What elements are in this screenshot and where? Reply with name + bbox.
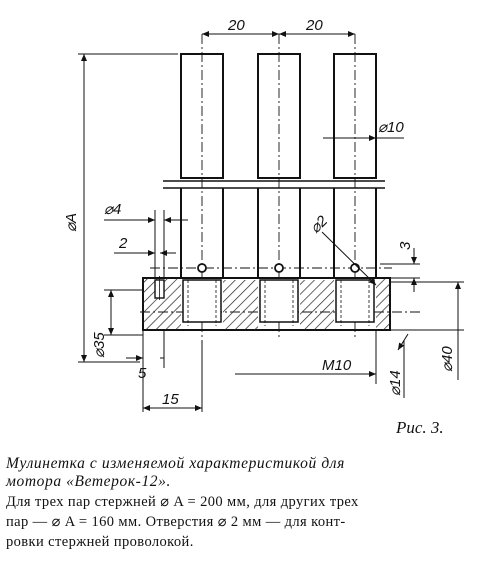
dim-offset-2: 2 (118, 235, 128, 252)
hub-hatch-1 (223, 280, 258, 330)
rods (180, 53, 377, 278)
caption-title-line-2: мотора «Ветерок-12». (6, 473, 171, 490)
dim-hub-35: ⌀35 (91, 332, 108, 358)
hub-hatch-right (376, 278, 390, 330)
wire-holes (197, 263, 360, 273)
hub-hatch-2 (300, 280, 334, 330)
caption-body-line-2: пар — ⌀ A = 160 мм. Отверстия ⌀ 2 мм — д… (6, 514, 346, 530)
caption: Мулинетка с изменяемой характеристикой д… (6, 455, 490, 551)
dim-hole-4: ⌀4 (104, 201, 121, 218)
dim-bore-14: ⌀14 (387, 370, 404, 396)
dim-offset-3: 3 (397, 241, 414, 250)
caption-title-line-1: Мулинетка с изменяемой характеристикой д… (6, 455, 345, 472)
figure-label: Рис. 3. (396, 418, 444, 437)
dim-len-15: 15 (162, 391, 179, 408)
dim-wire-2: ⌀2 (307, 212, 332, 237)
dim-pitch-2: 20 (305, 17, 323, 34)
dim-overall-A: ⌀A (63, 213, 80, 232)
technical-drawing: 20 20 ⌀A ⌀35 ⌀40 ⌀14 3 ⌀10 (63, 17, 464, 412)
dim-thread: M10 (322, 357, 352, 374)
dim-rod-10: ⌀10 (378, 119, 404, 136)
dim-hub-40: ⌀40 (439, 346, 456, 372)
break-band (163, 180, 385, 189)
hub (142, 276, 391, 331)
caption-body-line-1: Для трех пар стержней ⌀ A = 200 мм, для … (6, 494, 359, 510)
dim-pitch-1: 20 (227, 17, 245, 34)
caption-body-line-3: ровки стержней проволокой. (6, 534, 194, 550)
